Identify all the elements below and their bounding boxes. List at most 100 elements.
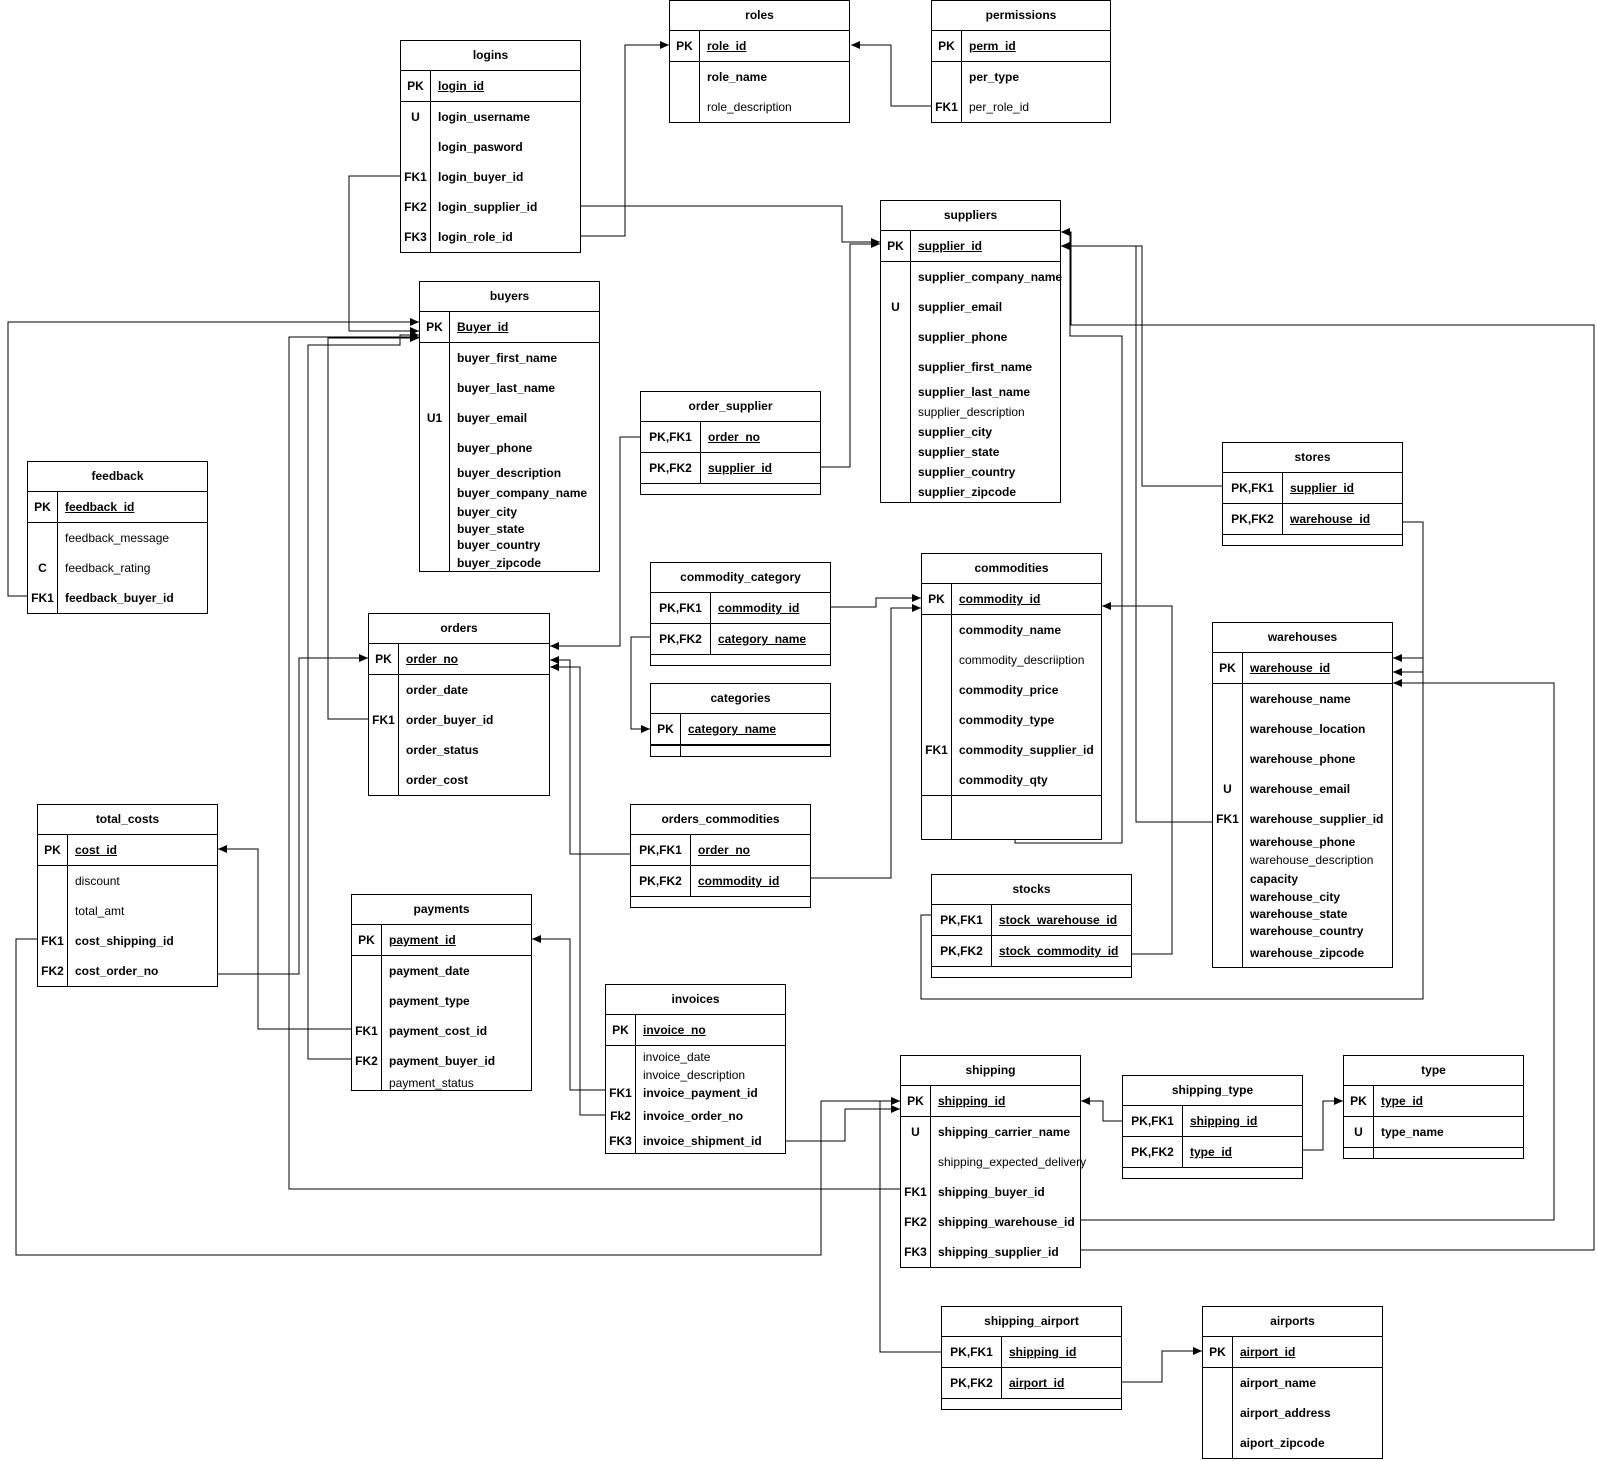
column-name: perm_id bbox=[969, 39, 1016, 53]
table-row: buyer_description bbox=[420, 463, 599, 483]
column-key bbox=[1213, 922, 1243, 939]
column-name: invoice_no bbox=[643, 1023, 706, 1037]
table-title: type bbox=[1344, 1056, 1523, 1086]
column-key: PK,FK2 bbox=[631, 866, 691, 896]
table-row: order_cost bbox=[369, 765, 549, 795]
link-login-buyer bbox=[348, 175, 419, 335]
column-name: buyer_email bbox=[457, 411, 528, 425]
column-key bbox=[922, 705, 952, 735]
column-key: FK3 bbox=[901, 1237, 931, 1267]
column-name: warehouse_id bbox=[1250, 661, 1331, 675]
column-key bbox=[881, 442, 911, 462]
column-name: warehouse_email bbox=[1250, 782, 1351, 796]
column-key bbox=[1213, 744, 1243, 774]
column-key: FK2 bbox=[38, 956, 68, 986]
column-key: PK,FK1 bbox=[631, 835, 691, 865]
column-key bbox=[881, 422, 911, 442]
column-key bbox=[420, 343, 450, 373]
column-key bbox=[1213, 714, 1243, 744]
table-title: commodities bbox=[922, 554, 1101, 584]
link-shiptype-shipping bbox=[1081, 1097, 1122, 1122]
table-row-spacer bbox=[1123, 1167, 1302, 1178]
table-title: orders bbox=[369, 614, 549, 644]
column-name: commodity_price bbox=[959, 683, 1059, 697]
link-shipping-supplier bbox=[1061, 228, 1595, 1251]
column-key: PK,FK2 bbox=[1223, 504, 1283, 534]
column-key-spacer bbox=[932, 967, 992, 977]
column-name: cost_shipping_id bbox=[75, 934, 174, 948]
table-row: supplier_country bbox=[881, 462, 1060, 482]
column-key bbox=[1213, 834, 1243, 850]
table-row: order_date bbox=[369, 675, 549, 705]
column-key: FK1 bbox=[38, 926, 68, 956]
column-name: order_date bbox=[406, 683, 469, 697]
table-row: airport_address bbox=[1203, 1398, 1382, 1428]
column-key: PK bbox=[28, 492, 58, 522]
column-name: role_id bbox=[707, 39, 747, 53]
column-key bbox=[670, 62, 700, 92]
column-key: PK,FK1 bbox=[651, 593, 711, 623]
link-order-buyer bbox=[327, 334, 419, 720]
column-key bbox=[38, 866, 68, 896]
table-row: supplier_zipcode bbox=[881, 482, 1060, 502]
link-payment-buyer bbox=[307, 331, 419, 1060]
link-shipping-buyer bbox=[288, 333, 900, 1190]
column-name: supplier_company_name bbox=[918, 270, 1063, 284]
table-title: commodity_category bbox=[651, 563, 830, 593]
column-key bbox=[606, 1046, 636, 1068]
column-key: U bbox=[901, 1117, 931, 1147]
column-name: supplier_first_name bbox=[918, 360, 1033, 374]
column-name: shipping_buyer_id bbox=[938, 1185, 1045, 1199]
column-key: PK bbox=[352, 925, 382, 955]
column-key bbox=[1213, 850, 1243, 870]
column-name: shipping_expected_delivery bbox=[938, 1155, 1087, 1169]
table-row: discount bbox=[38, 866, 217, 896]
table-row-spacer bbox=[651, 745, 830, 756]
column-name: stock_warehouse_id bbox=[999, 913, 1118, 927]
table-title: airports bbox=[1203, 1307, 1382, 1337]
column-key bbox=[401, 132, 431, 162]
column-key bbox=[1213, 888, 1243, 905]
link-invoice-shipping bbox=[786, 1105, 900, 1142]
column-key bbox=[670, 92, 700, 122]
column-name: warehouse_supplier_id bbox=[1250, 812, 1384, 826]
table-row: supplier_description bbox=[881, 402, 1060, 422]
column-name: warehouse_location bbox=[1250, 722, 1366, 736]
column-name: shipping_id bbox=[938, 1094, 1006, 1108]
column-name: cost_id bbox=[75, 843, 118, 857]
column-name: buyer_state bbox=[457, 521, 525, 536]
column-name: warehouse_zipcode bbox=[1250, 946, 1365, 960]
